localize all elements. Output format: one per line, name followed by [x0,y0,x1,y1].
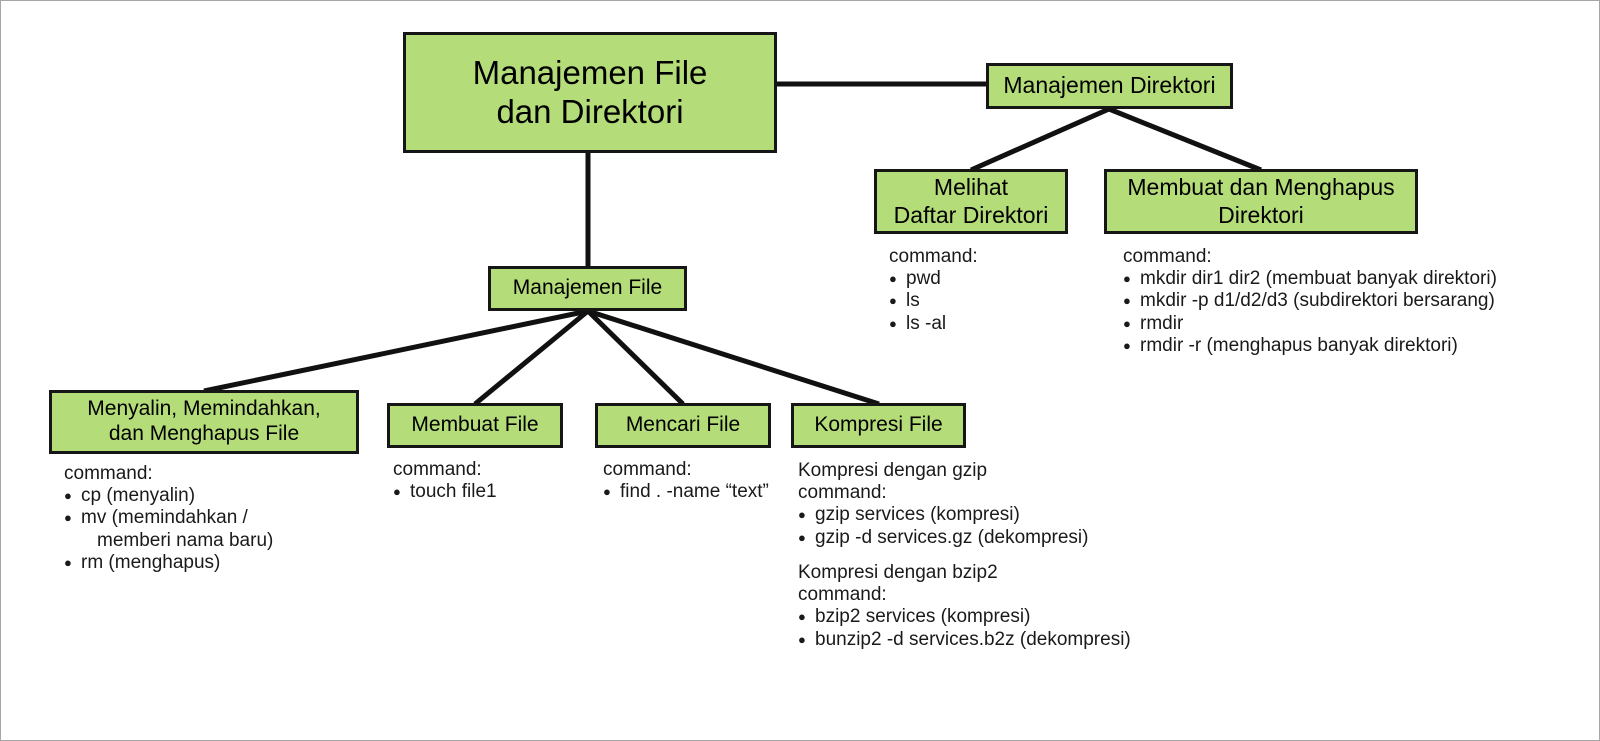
command-list-menyalin-memindahkan-menghapus-file: command:cp (menyalin)mv (memindahkan /me… [64,463,273,574]
node-manajemen-file[interactable]: Manajemen File [488,266,687,311]
node-melihat-daftar-direktori[interactable]: Melihat Daftar Direktori [874,169,1068,234]
node-mencari-file-label: Mencari File [625,413,741,437]
node-membuat-file[interactable]: Membuat File [387,403,563,448]
command-item: mkdir -p d1/d2/d3 (subdirektori bersaran… [1123,290,1497,312]
edge-direktori-to-melihat [969,106,1111,173]
node-kompresi-file-label: Kompresi File [814,413,943,437]
node-membuat-file-label: Membuat File [411,413,539,437]
command-heading: command: [798,482,887,504]
edge-file-to-kompresi-file [587,308,880,407]
node-manajemen-file-label: Manajemen File [512,276,663,300]
command-item: mv (memindahkan / [64,507,273,529]
command-item: gzip -d services.gz (dekompresi) [798,527,1131,549]
edge-file-to-membuat-file [473,309,590,406]
node-manajemen-direktori-label: Manajemen Direktori [1003,72,1216,99]
command-list-melihat-daftar-direktori: command:pwdlsls -al [889,246,978,335]
node-root[interactable]: Manajemen File dan Direktori [403,32,777,153]
node-kompresi-file[interactable]: Kompresi File [791,403,966,448]
command-item: find . -name “text” [603,481,769,503]
command-item: rm (menghapus) [64,552,273,574]
node-membuat-menghapus-direktori[interactable]: Membuat dan Menghapus Direktori [1104,169,1418,234]
node-manajemen-direktori[interactable]: Manajemen Direktori [986,63,1233,109]
command-list-membuat-file: command:touch file1 [393,459,497,503]
command-heading: command: [889,246,978,267]
command-list-membuat-menghapus-direktori: command:mkdir dir1 dir2 (membuat banyak … [1123,246,1497,357]
edge-direktori-to-membuat-menghapus [1108,106,1262,173]
command-item: rmdir -r (menghapus banyak direktori) [1123,335,1497,357]
node-melihat-daftar-direktori-label: Melihat Daftar Direktori [893,174,1049,228]
node-mencari-file[interactable]: Mencari File [595,403,771,448]
command-item: touch file1 [393,481,497,503]
node-menyalin-memindahkan-menghapus-file-label: Menyalin, Memindahkan, dan Menghapus Fil… [87,397,321,445]
node-root-label: Manajemen File dan Direktori [472,53,708,130]
command-item: rmdir [1123,313,1497,335]
command-heading: command: [64,463,153,484]
command-item: bzip2 services (kompresi) [798,606,1131,628]
node-menyalin-memindahkan-menghapus-file[interactable]: Menyalin, Memindahkan, dan Menghapus Fil… [49,390,359,454]
command-heading: command: [393,459,482,480]
command-spacer [798,549,1131,562]
command-item: bunzip2 -d services.b2z (dekompresi) [798,629,1131,651]
command-item-continuation: memberi nama baru) [97,529,274,551]
command-item: ls -al [889,313,978,335]
command-list-mencari-file: command:find . -name “text” [603,459,769,503]
command-heading: Kompresi dengan gzip [798,460,988,481]
command-heading: command: [798,584,887,606]
edge-file-to-mencari-file [586,309,685,406]
command-item: ls [889,290,978,312]
command-heading: command: [603,459,692,480]
command-heading: command: [1123,246,1212,267]
command-item: cp (menyalin) [64,485,273,507]
command-item: pwd [889,268,978,290]
node-membuat-menghapus-direktori-label: Membuat dan Menghapus Direktori [1127,174,1395,228]
edge-file-to-menyalin [203,308,589,394]
command-item: gzip services (kompresi) [798,504,1131,526]
command-heading: Kompresi dengan bzip2 [798,561,998,583]
command-item: mkdir dir1 dir2 (membuat banyak direktor… [1123,268,1497,290]
